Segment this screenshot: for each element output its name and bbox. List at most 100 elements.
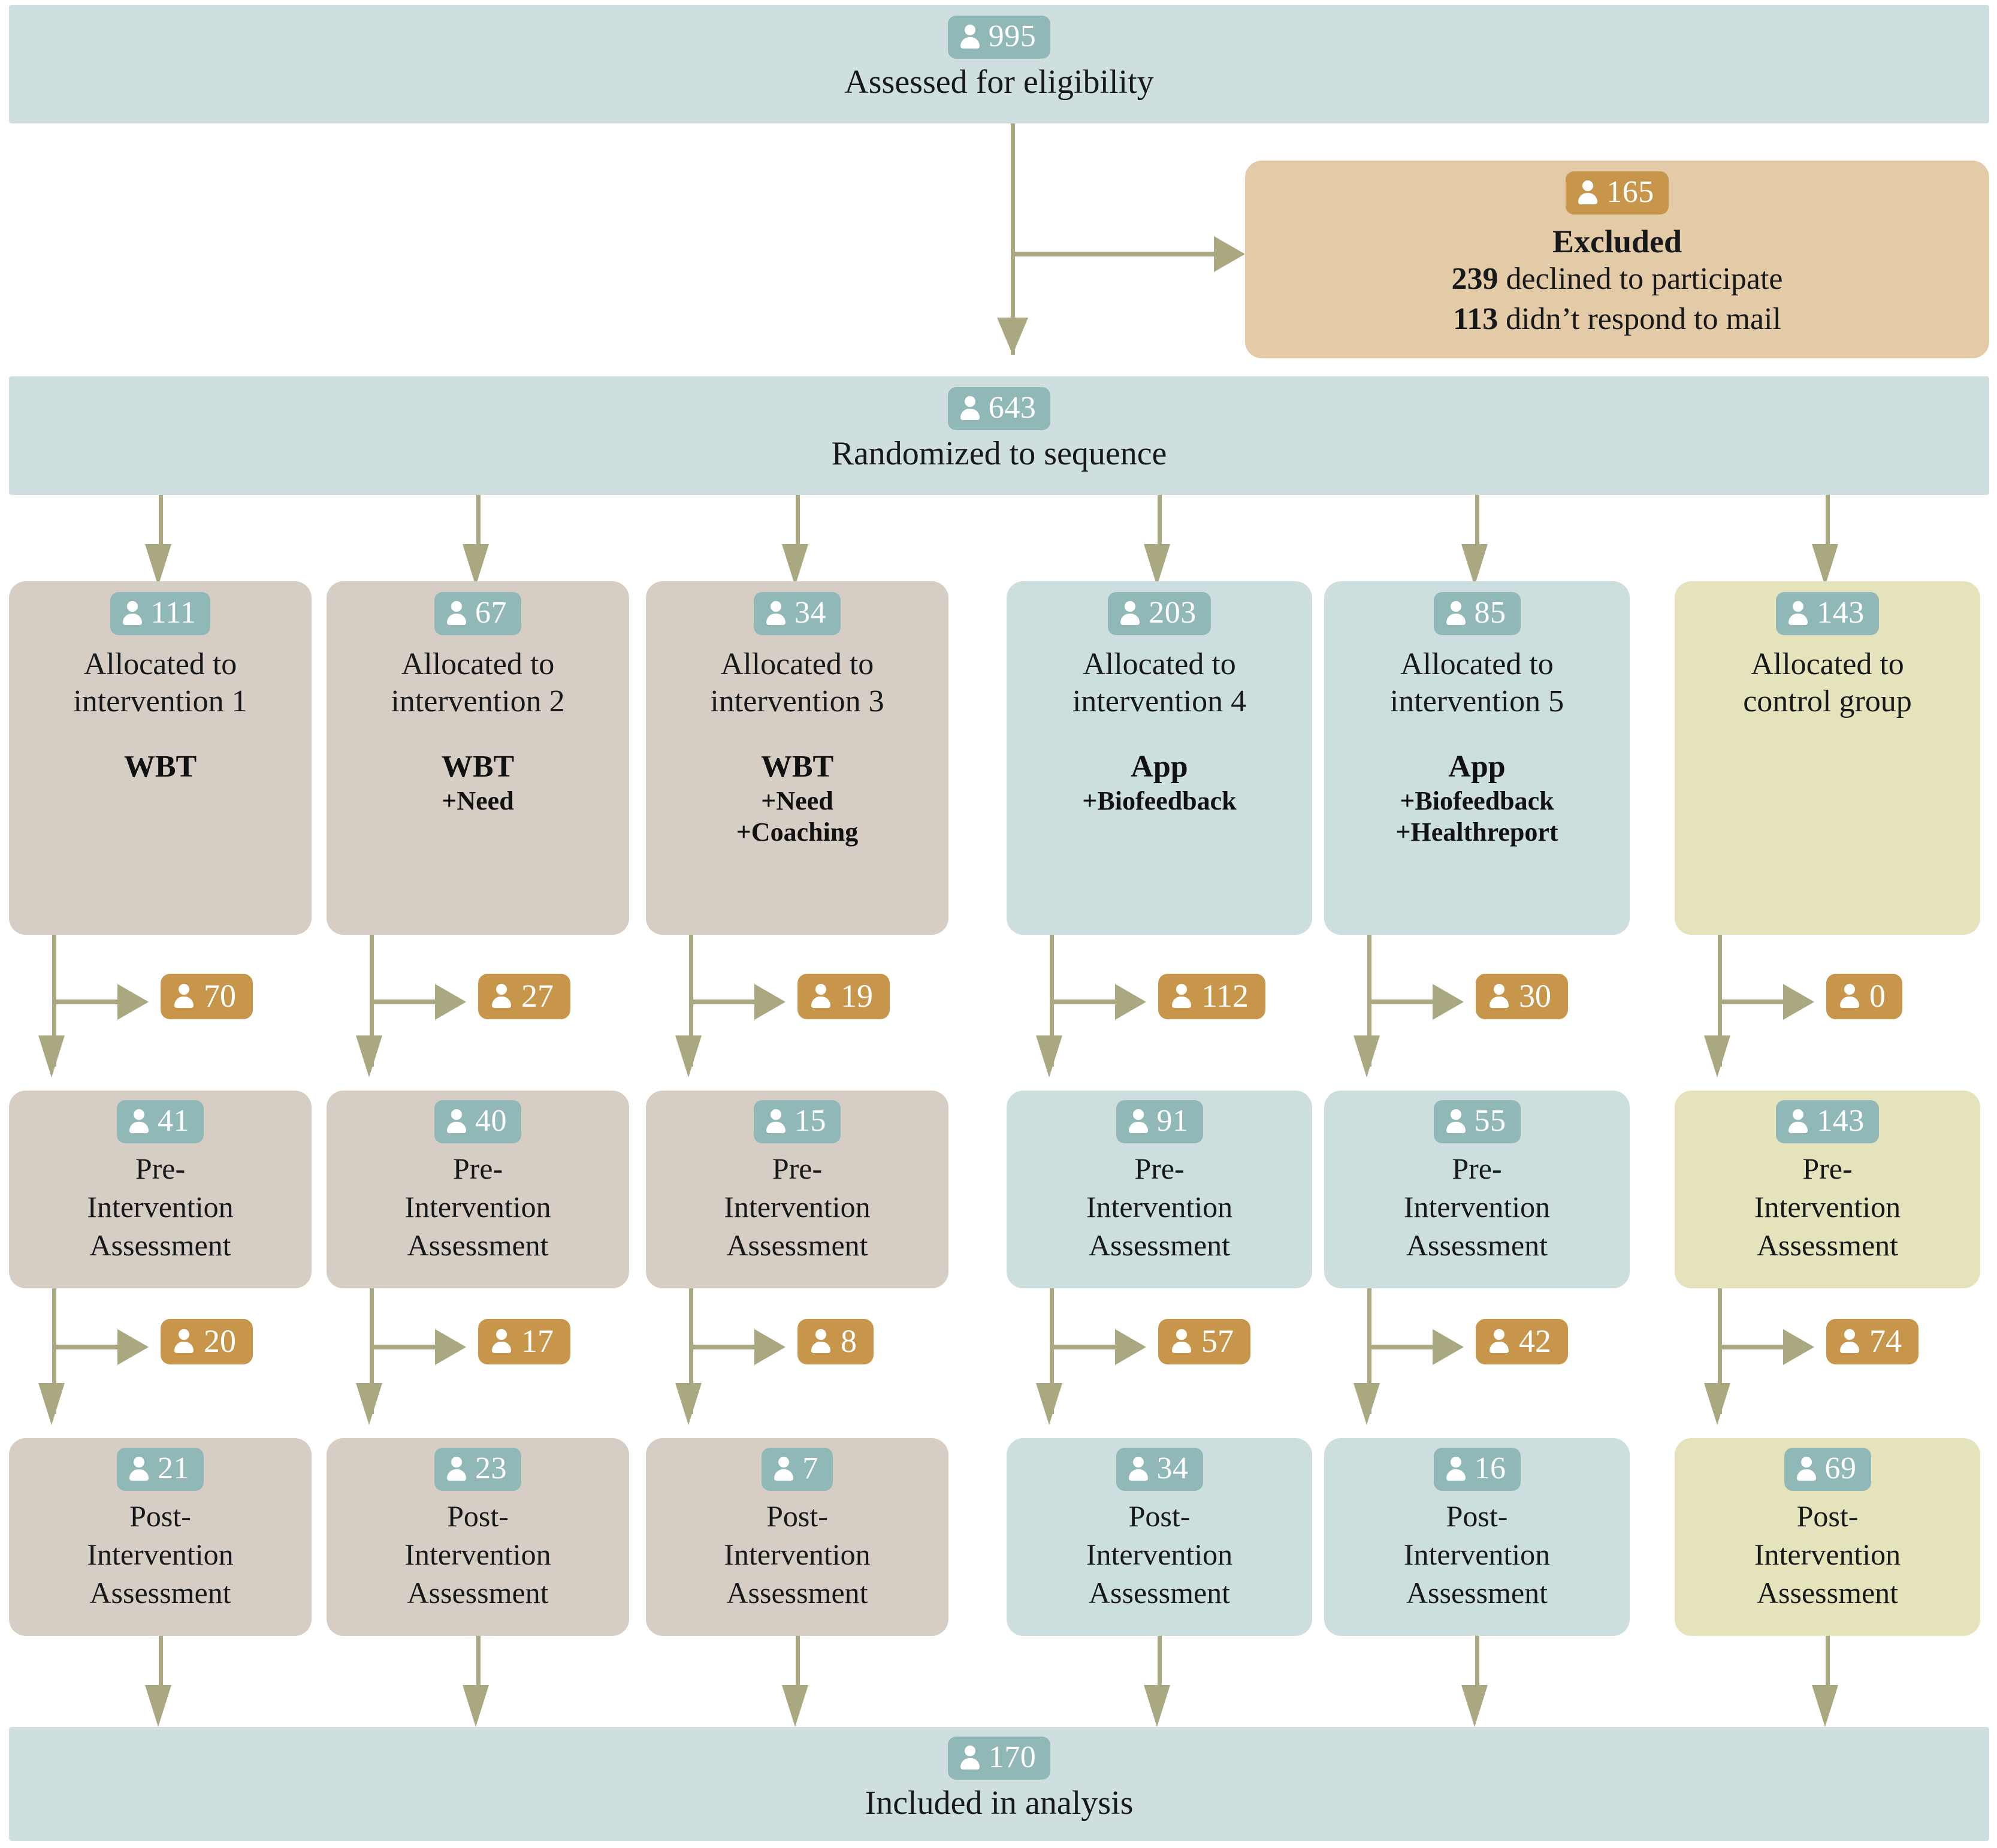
connector-post-to-analysis-5 xyxy=(1475,1636,1479,1690)
connector-post-to-analysis-1 xyxy=(158,1636,163,1690)
post-intervention-1-label-line: Post- xyxy=(129,1499,191,1533)
dropout-badge-2-arm-1: 20 xyxy=(161,1319,253,1364)
person-icon-head xyxy=(1450,1457,1461,1467)
pre-2-count-badge: 40 xyxy=(434,1100,521,1143)
dropout-badge-1-arm-3: 19 xyxy=(797,974,890,1019)
pre-4-count-badge: 91 xyxy=(1116,1100,1203,1143)
arrow-down-to-allocation-5-icon xyxy=(1461,544,1488,586)
person-icon-body xyxy=(960,37,980,49)
arrow-down-to-allocation-1-icon xyxy=(144,544,171,586)
arrow-down-to-analysis-6-icon xyxy=(1812,1685,1838,1727)
count-value: 7 xyxy=(802,1451,818,1485)
dropout-1-arm-5-count: 30 xyxy=(1519,978,1551,1014)
analysis-count-badge: 170 xyxy=(947,1737,1051,1780)
arrow-right-dropout2-2-icon xyxy=(435,1329,466,1365)
arrow-down-to-allocation-3-icon xyxy=(781,544,808,586)
randomized-to-sequence-label: Randomized to sequence xyxy=(831,435,1167,472)
post-5-count-badge: 16 xyxy=(1433,1448,1521,1491)
count-value: 91 xyxy=(1156,1104,1189,1138)
arrow-down-to-allocation-6-icon xyxy=(1812,544,1838,586)
person-icon-head xyxy=(964,25,975,35)
connector-assessed-to-randomized xyxy=(1011,123,1015,355)
pre-1-count-badge: 41 xyxy=(117,1100,204,1143)
person-icon xyxy=(174,1329,194,1353)
connector-pre-to-post-3 xyxy=(689,1288,693,1414)
excluded-title: Excluded xyxy=(1552,224,1682,259)
person-icon-head xyxy=(451,1457,462,1467)
person-icon xyxy=(129,1457,149,1481)
count-value: 643 xyxy=(988,391,1037,425)
allocation-1-count-badge: 111 xyxy=(110,592,211,635)
allocation-3-intervention-name: WBT xyxy=(760,749,834,784)
person-icon-head xyxy=(1800,1457,1812,1467)
dropout-badge-2-arm-2: 17 xyxy=(478,1319,570,1364)
person-icon xyxy=(1171,984,1192,1008)
connector-dropout2-4 xyxy=(1052,1345,1119,1349)
connector-randomized-to-arm-6 xyxy=(1826,495,1830,555)
allocation-5-component-1: +Biofeedback xyxy=(1400,786,1554,816)
post-intervention-5-label-line: Assessment xyxy=(1406,1576,1548,1610)
arrow-right-dropout2-1-icon xyxy=(117,1329,149,1365)
person-icon-body xyxy=(1446,1469,1466,1481)
arrow-down-to-pre-2-icon xyxy=(356,1035,382,1077)
connector-pre-to-post-1 xyxy=(52,1288,56,1414)
person-icon-body xyxy=(174,1342,194,1353)
excluded-reason-2-count: 113 xyxy=(1453,301,1498,336)
post-intervention-2-label-line: Assessment xyxy=(407,1576,549,1610)
allocation-4-label-line: Allocated to xyxy=(1083,647,1236,681)
post-intervention-3-label-line: Post- xyxy=(766,1499,828,1533)
person-icon xyxy=(1446,1109,1466,1133)
person-icon-head xyxy=(1450,601,1461,612)
person-icon-body xyxy=(1796,1469,1816,1481)
post-intervention-6-label-line: Intervention xyxy=(1754,1538,1901,1571)
arrow-down-to-post-2-icon xyxy=(356,1383,382,1425)
person-icon xyxy=(1578,180,1598,204)
person-icon xyxy=(129,1109,149,1133)
allocation-4-count-badge: 203 xyxy=(1108,592,1211,635)
pre-intervention-4-label-line: Pre- xyxy=(1134,1152,1185,1185)
arrow-down-to-post-1-icon xyxy=(38,1383,65,1425)
pre-3-count-badge: 15 xyxy=(754,1100,841,1143)
person-icon-body xyxy=(811,1342,830,1353)
pre-intervention-1-label-line: Pre- xyxy=(135,1152,186,1185)
person-icon-head xyxy=(1844,1329,1855,1340)
post-intervention-6-label-line: Post- xyxy=(1796,1499,1859,1533)
person-icon xyxy=(960,396,980,420)
pre-intervention-3-label-line: Pre- xyxy=(772,1152,823,1185)
person-icon-body xyxy=(447,614,466,625)
pre-intervention-3-label-line: Assessment xyxy=(726,1228,868,1262)
dropout-2-arm-6-count: 74 xyxy=(1869,1323,1902,1359)
allocation-4-label-line: intervention 4 xyxy=(1072,684,1247,719)
post-4-count-badge: 34 xyxy=(1116,1448,1203,1491)
excluded-count-badge: 165 xyxy=(1566,171,1669,215)
post-intervention-5-label-line: Post- xyxy=(1446,1499,1508,1533)
person-icon xyxy=(766,601,786,625)
count-value: 165 xyxy=(1606,175,1654,209)
post-intervention-2-label-line: Intervention xyxy=(404,1538,551,1571)
dropout-badge-2-arm-6: 74 xyxy=(1826,1319,1919,1364)
person-icon-head xyxy=(964,1746,975,1756)
allocation-5-count-badge: 85 xyxy=(1433,592,1521,635)
count-value: 21 xyxy=(158,1451,189,1485)
person-icon-body xyxy=(811,997,830,1008)
post-intervention-6-label-line: Assessment xyxy=(1756,1576,1899,1610)
dropout-1-arm-2-count: 27 xyxy=(521,978,554,1014)
person-icon-head xyxy=(1494,984,1504,995)
pre-intervention-5-label-line: Pre- xyxy=(1452,1152,1502,1185)
count-value: 34 xyxy=(794,596,826,630)
arrow-down-to-randomized-icon xyxy=(997,318,1028,355)
allocation-3-count-badge: 34 xyxy=(754,592,841,635)
count-value: 15 xyxy=(794,1104,826,1138)
